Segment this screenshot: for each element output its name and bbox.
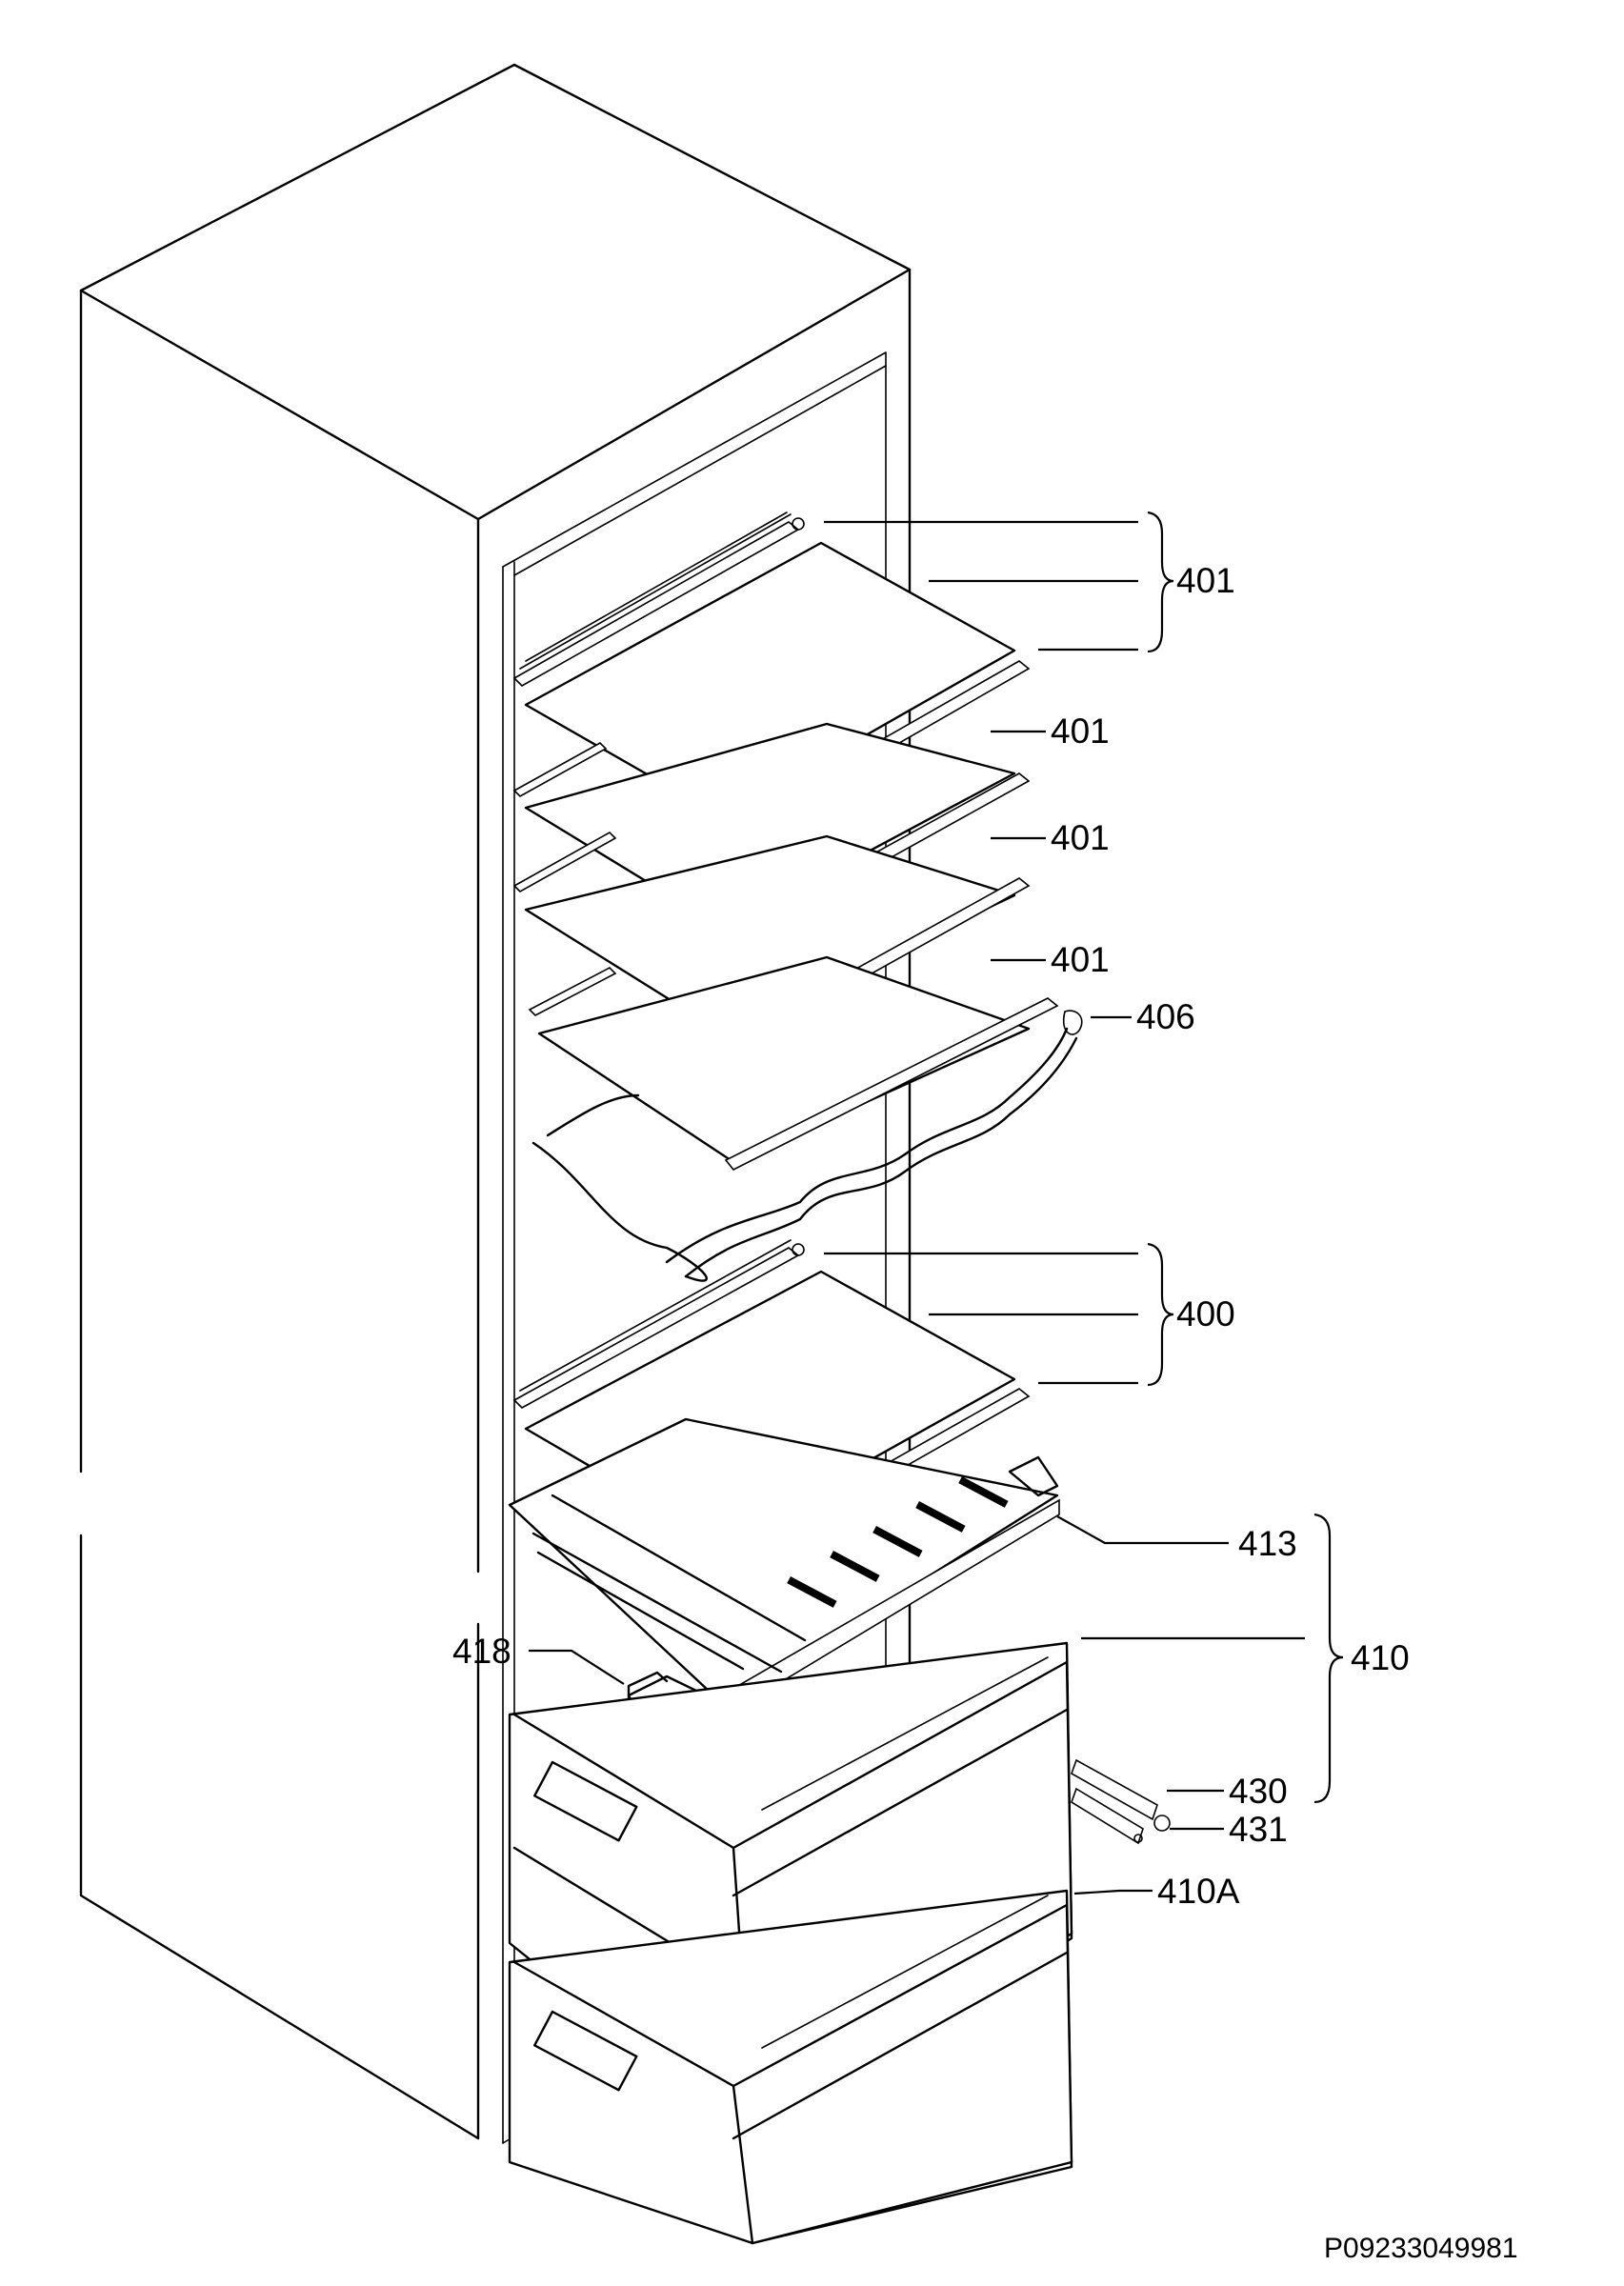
shelf-1-back-rail-line: [519, 513, 792, 670]
bottle-rack: [531, 1010, 1083, 1282]
crisper-cover-slot-long-1: [531, 1532, 783, 1674]
drawer-lower-front-lip: [732, 1951, 1069, 2140]
rail-430: [1071, 1758, 1158, 1821]
crisper-cover-clip: [1008, 1455, 1059, 1497]
cabinet-left-edge-lower: [79, 1534, 480, 2140]
drawer-upper-front-lip: [732, 1708, 1069, 1897]
cabinet-top: [79, 63, 912, 521]
callout-401b: 401: [1051, 712, 1110, 751]
callout-labels: 401 401 401 401 406 400 413 410 418 430 …: [452, 561, 1410, 1911]
callout-401a: 401: [1176, 561, 1235, 600]
shelf-4-glass: [537, 955, 1031, 1164]
crisper-cover-slot-3: [872, 1526, 923, 1557]
crisper-cover-slot-long-2: [536, 1551, 745, 1671]
callout-400: 400: [1176, 1294, 1235, 1334]
callout-410: 410: [1351, 1638, 1410, 1677]
callout-401d: 401: [1051, 940, 1110, 979]
bottle-rack-wave-front: [684, 1036, 1078, 1278]
divider-handle: [627, 1671, 669, 1707]
drawer-upper-rim: [761, 1656, 1049, 1811]
callout-413: 413: [1238, 1524, 1297, 1563]
shelf-400-pin: [792, 1243, 805, 1256]
callout-431: 431: [1229, 1810, 1288, 1849]
leader-lines: [529, 511, 1344, 1895]
crisper-cover-slot-4: [915, 1501, 966, 1533]
rail-430-roller: [1153, 1815, 1171, 1832]
crisper-cover: [508, 1417, 1060, 1724]
rail-431-pin: [1133, 1834, 1143, 1843]
leader-413: [1056, 1515, 1229, 1545]
callout-406: 406: [1136, 997, 1195, 1036]
drawer-lower-top-edge: [512, 1960, 735, 2088]
drawer-upper-handle: [533, 1760, 638, 1842]
callout-418: 418: [452, 1632, 511, 1671]
crisper-cover-slot-2: [830, 1550, 880, 1582]
shelf-400-back-rail-line: [519, 1239, 792, 1392]
shelf-3-glass: [524, 834, 1016, 1035]
crisper-cover-plate: [508, 1417, 1059, 1707]
callout-430: 430: [1229, 1772, 1288, 1811]
bottle-rack-wire-back: [546, 1093, 640, 1137]
brace-401a: [1147, 511, 1174, 653]
callout-401c: 401: [1051, 818, 1110, 857]
drawing-code: P09233049981: [1324, 2233, 1518, 2264]
shelf-2-back-rail: [512, 742, 608, 797]
opening-top-inner-2: [513, 365, 887, 576]
slide-rails: [1071, 1758, 1171, 1845]
rail-431: [1071, 1787, 1144, 1845]
bottle-rack-wire-left: [531, 1141, 708, 1282]
shelf-3-back-rail: [512, 832, 617, 892]
callout-410A: 410A: [1157, 1872, 1240, 1911]
shelf-4: [528, 955, 1059, 1172]
drawer-lower-front: [732, 1903, 1073, 2245]
drawer-lower-handle: [533, 2010, 638, 2092]
shelf-1-pin: [792, 517, 805, 531]
shelf-4-front-trim: [724, 997, 1059, 1172]
crisper-cover-slot-long-3: [551, 1494, 807, 1642]
leader-410A: [1073, 1889, 1153, 1895]
shelf-4-back-rail: [528, 967, 617, 1016]
crisper-drawer-lower: [508, 1889, 1073, 2245]
bottle-rack-hook: [1062, 1010, 1083, 1035]
drawer-lower-rim: [761, 1895, 1049, 2049]
crisper-cover-slot-1: [787, 1575, 837, 1608]
leader-418: [529, 1649, 625, 1685]
drawer-upper-top-edge: [512, 1713, 735, 1850]
bottle-rack-wave-back: [665, 1027, 1069, 1264]
brace-410: [1313, 1513, 1344, 1804]
shelf-1-back-rail-line-2: [525, 511, 788, 662]
brace-400: [1147, 1242, 1174, 1387]
crisper-cover-slot-5: [958, 1476, 1009, 1508]
